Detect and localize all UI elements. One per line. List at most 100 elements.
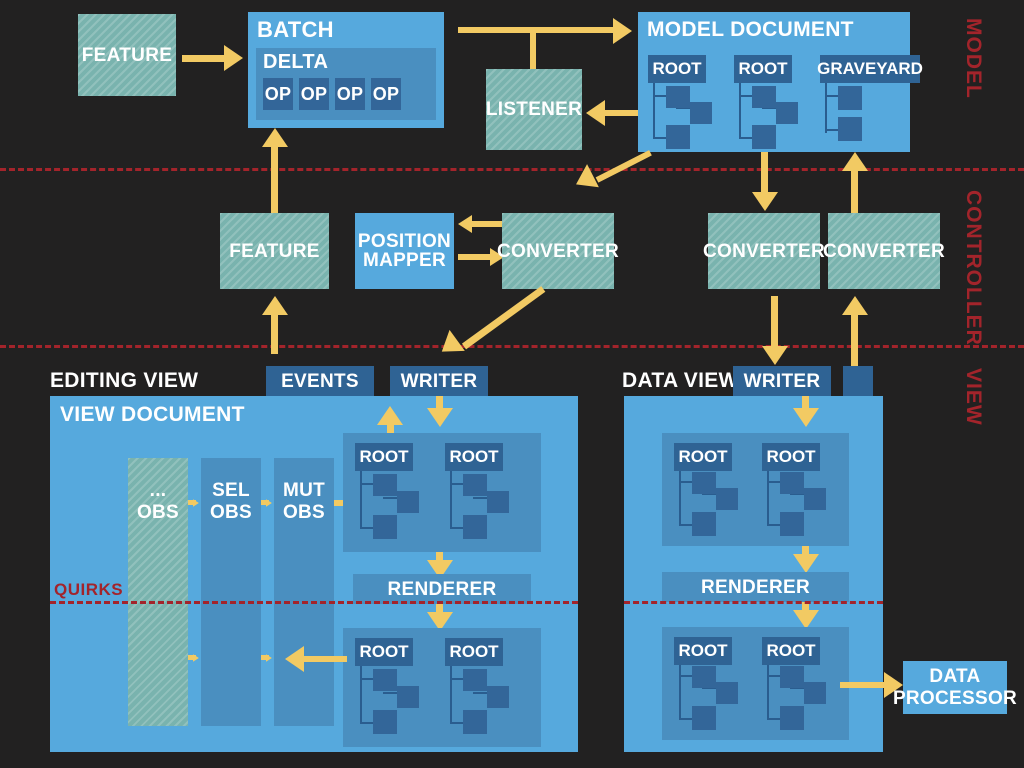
model-tree[interactable]: ROOT — [648, 55, 720, 149]
view-tree[interactable]: ROOT — [674, 637, 754, 732]
view-tree[interactable]: ROOT — [355, 443, 435, 543]
data-renderer-box[interactable]: RENDERER — [662, 572, 849, 602]
tree-root-label: ROOT — [738, 59, 788, 78]
observer-column-sel[interactable]: SEL OBS — [201, 458, 261, 726]
arrow-model-document-to-listener — [586, 100, 642, 126]
arrow-obs-connector — [188, 499, 202, 507]
data-writer-box[interactable]: WRITER — [733, 366, 831, 396]
view-document-title: VIEW DOCUMENT — [60, 403, 245, 426]
tree-root-box[interactable]: ROOT — [734, 55, 792, 83]
events-box[interactable]: EVENTS — [266, 366, 374, 396]
view-tree[interactable]: ROOT — [445, 638, 525, 738]
op-box[interactable]: OP — [371, 78, 401, 110]
model-document-box[interactable]: MODEL DOCUMENT ROOT ROOT — [638, 12, 923, 152]
tree-root-box[interactable]: ROOT — [445, 443, 503, 471]
op-box[interactable]: OP — [335, 78, 365, 110]
position-mapper-box[interactable]: POSITION MAPPER — [355, 213, 454, 289]
arrow-converter-editing-to-writer — [434, 285, 560, 363]
tree-root-box[interactable]: ROOT — [445, 638, 503, 666]
tree-root-label: ROOT — [449, 642, 499, 661]
view-tree[interactable]: ROOT — [762, 637, 842, 732]
model-feature-box[interactable]: FEATURE — [78, 14, 176, 96]
editing-upper-tree-panel[interactable]: ROOT ROOT — [343, 433, 541, 552]
observer-column-mut[interactable]: MUT OBS — [274, 458, 334, 726]
arrow-controller-feature-to-batch — [262, 128, 288, 218]
model-document-title: MODEL DOCUMENT — [647, 18, 854, 41]
converter-data-down-box[interactable]: CONVERTER — [703, 213, 825, 289]
arrow-writer-to-editing-tree — [427, 396, 453, 432]
converter-editing-box[interactable]: CONVERTER — [497, 213, 619, 289]
converter-editing-label: CONVERTER — [497, 240, 619, 262]
arrow-position-mapper-to-converter — [458, 248, 506, 268]
data-upper-tree-panel[interactable]: ROOT ROOT — [662, 433, 849, 546]
editing-writer-box[interactable]: WRITER — [390, 366, 488, 396]
tree-root-box[interactable]: GRAVEYARD — [817, 55, 923, 83]
data-processor-label: DATA PROCESSOR — [892, 665, 1018, 709]
op-label: OP — [372, 84, 400, 104]
arrow-dom-to-observers — [285, 646, 347, 672]
op-label: OP — [336, 84, 364, 104]
model-feature-label: FEATURE — [81, 44, 173, 66]
tree-root-box[interactable]: ROOT — [648, 55, 706, 83]
data-view-title: DATA VIEW — [622, 369, 739, 392]
editing-renderer-box[interactable]: RENDERER — [353, 574, 531, 604]
arrow-data-tree-to-renderer — [793, 546, 819, 576]
view-tree[interactable]: ROOT — [674, 443, 754, 538]
layer-label-model: MODEL — [962, 18, 985, 99]
op-label: OP — [264, 84, 292, 104]
listener-label: LISTENER — [485, 99, 583, 120]
data-view-side-tab[interactable] — [843, 366, 873, 396]
arrow-obs-connector — [261, 499, 275, 507]
observer-sel-label: SEL OBS — [209, 480, 253, 523]
events-label: EVENTS — [281, 370, 359, 392]
editing-writer-label: WRITER — [400, 370, 478, 392]
tree-root-box[interactable]: ROOT — [355, 443, 413, 471]
controller-feature-box[interactable]: FEATURE — [220, 213, 329, 289]
converter-data-up-box[interactable]: CONVERTER — [823, 213, 945, 289]
arrow-converter-to-position-mapper — [458, 215, 506, 235]
view-tree[interactable]: ROOT — [355, 638, 435, 738]
data-renderer-label: RENDERER — [700, 576, 811, 598]
arrow-obs-connector — [188, 654, 202, 662]
tree-root-label: ROOT — [449, 447, 499, 466]
tree-root-box[interactable]: ROOT — [355, 638, 413, 666]
tree-root-label: ROOT — [652, 59, 702, 78]
model-tree[interactable]: ROOT — [734, 55, 806, 149]
tree-root-label: ROOT — [678, 641, 728, 660]
view-tree[interactable]: ROOT — [445, 443, 525, 543]
batch-title: BATCH — [257, 17, 334, 42]
batch-box[interactable]: BATCH DELTA OP OP OP OP — [248, 12, 444, 128]
data-writer-label: WRITER — [743, 370, 821, 392]
separator-controller-view — [0, 345, 1024, 348]
arrow-editing-view-to-controller-feature — [262, 296, 288, 354]
listener-box[interactable]: LISTENER — [486, 69, 582, 150]
converter-data-up-label: CONVERTER — [823, 240, 945, 262]
tree-root-box[interactable]: ROOT — [674, 443, 732, 471]
tree-root-box[interactable]: ROOT — [762, 443, 820, 471]
op-box[interactable]: OP — [299, 78, 329, 110]
tree-root-label: ROOT — [766, 641, 816, 660]
data-processor-box[interactable]: DATA PROCESSOR — [893, 661, 1017, 714]
arrow-editing-renderer-to-dom — [427, 604, 453, 634]
tree-root-box[interactable]: ROOT — [674, 637, 732, 665]
editing-lower-tree-panel[interactable]: ROOT ROOT — [343, 628, 541, 747]
data-view-panel[interactable]: ROOT ROOT — [624, 396, 883, 752]
op-box[interactable]: OP — [263, 78, 293, 110]
arrow-feature-to-batch — [182, 45, 246, 71]
arrow-model-document-to-converter-editing — [570, 150, 655, 207]
observer-mut-label: MUT OBS — [282, 480, 326, 523]
observer-column-other[interactable]: ... OBS — [128, 458, 188, 726]
tree-root-box[interactable]: ROOT — [762, 637, 820, 665]
quirks-separator-data — [624, 601, 883, 604]
arrow-converter-data-to-model-document — [842, 152, 868, 216]
data-lower-tree-panel[interactable]: ROOT ROOT — [662, 627, 849, 740]
layer-label-view: VIEW — [962, 368, 985, 426]
delta-box[interactable]: DELTA OP OP OP OP — [256, 48, 436, 120]
editing-view-title: EDITING VIEW — [50, 369, 199, 392]
view-tree[interactable]: ROOT — [762, 443, 842, 538]
arrow-data-writer-to-tree — [793, 396, 819, 432]
layer-label-controller: CONTROLLER — [962, 190, 985, 346]
view-document-panel[interactable]: VIEW DOCUMENT ... OBS SEL OBS MUT OBS — [50, 396, 578, 752]
model-tree-graveyard[interactable]: GRAVEYARD — [817, 55, 923, 145]
